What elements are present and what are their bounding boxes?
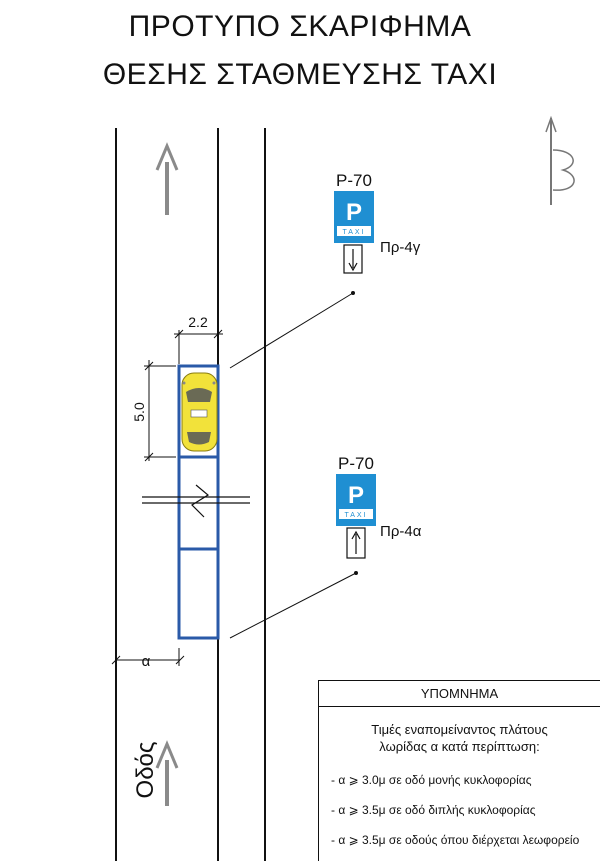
legend-intro-line1: Τιμές εναπομείναντος πλάτους [371, 722, 548, 737]
sign-symbol: P [348, 482, 364, 509]
sign-plate-text: TAXI [344, 512, 367, 519]
legend-box: ΥΠΟΜΝΗΜΑ Τιμές εναπομείναντος πλάτους λω… [318, 680, 600, 861]
arrow-up-icon [351, 530, 361, 540]
legend-item: - α ⩾ 3.0μ σε οδό μονής κυκλοφορίας [331, 773, 532, 787]
legend-intro-line2: λωρίδας α κατά περίπτωση: [379, 739, 540, 754]
dimension-length-label: 5.0 [131, 402, 147, 422]
legend-item: - α ⩾ 3.5μ σε οδό διπλής κυκλοφορίας [331, 803, 536, 817]
sign-code: Ρ-70 [336, 171, 372, 190]
sign-code: Ρ-70 [338, 454, 374, 473]
break-line-symbol [142, 484, 250, 518]
dimension-width-label: 2.2 [188, 314, 208, 330]
dimension-width: 2.2 [174, 314, 223, 364]
panel-code: Πρ-4α [380, 523, 422, 540]
page-title-line2: ΘΕΣΗΣ ΣΤΑΘΜΕΥΣΗΣ ΤΑΧΙ [102, 58, 498, 91]
north-arrow-icon [545, 115, 575, 205]
dimension-alpha: α [111, 648, 185, 670]
sign-plate-text: TAXI [342, 229, 365, 236]
taxi-parking-bays [177, 364, 220, 640]
taxi-parking-sign-1: Ρ-70 P TAXI Πρ-4γ [334, 171, 421, 274]
legend-items: - α ⩾ 3.0μ σε οδό μονής κυκλοφορίας - α … [319, 773, 600, 847]
panel-code: Πρ-4γ [380, 239, 421, 256]
arrow-down-icon [348, 262, 358, 272]
page-title-line1: ΠΡΟΤΥΠΟ ΣΚΑΡΙΦΗΜΑ [128, 10, 472, 43]
legend-intro: Τιμές εναπομείναντος πλάτους λωρίδας α κ… [319, 721, 600, 755]
legend-header: ΥΠΟΜΝΗΜΑ [319, 681, 600, 707]
direction-arrow-icon [155, 740, 179, 806]
road-label: Οδός [132, 742, 159, 799]
taxi-parking-sign-2: Ρ-70 P TAXI Πρ-4α [336, 454, 422, 559]
leader-line [229, 572, 357, 639]
sign-symbol: P [346, 199, 362, 226]
direction-arrow-icon [155, 142, 179, 215]
leader-line [229, 292, 354, 369]
legend-item: - α ⩾ 3.5μ σε οδούς όπου διέρχεται λεωφο… [331, 833, 580, 847]
dimension-alpha-label: α [142, 653, 151, 670]
taxi-car-icon [181, 372, 218, 452]
dimension-length: 5.0 [131, 360, 176, 462]
